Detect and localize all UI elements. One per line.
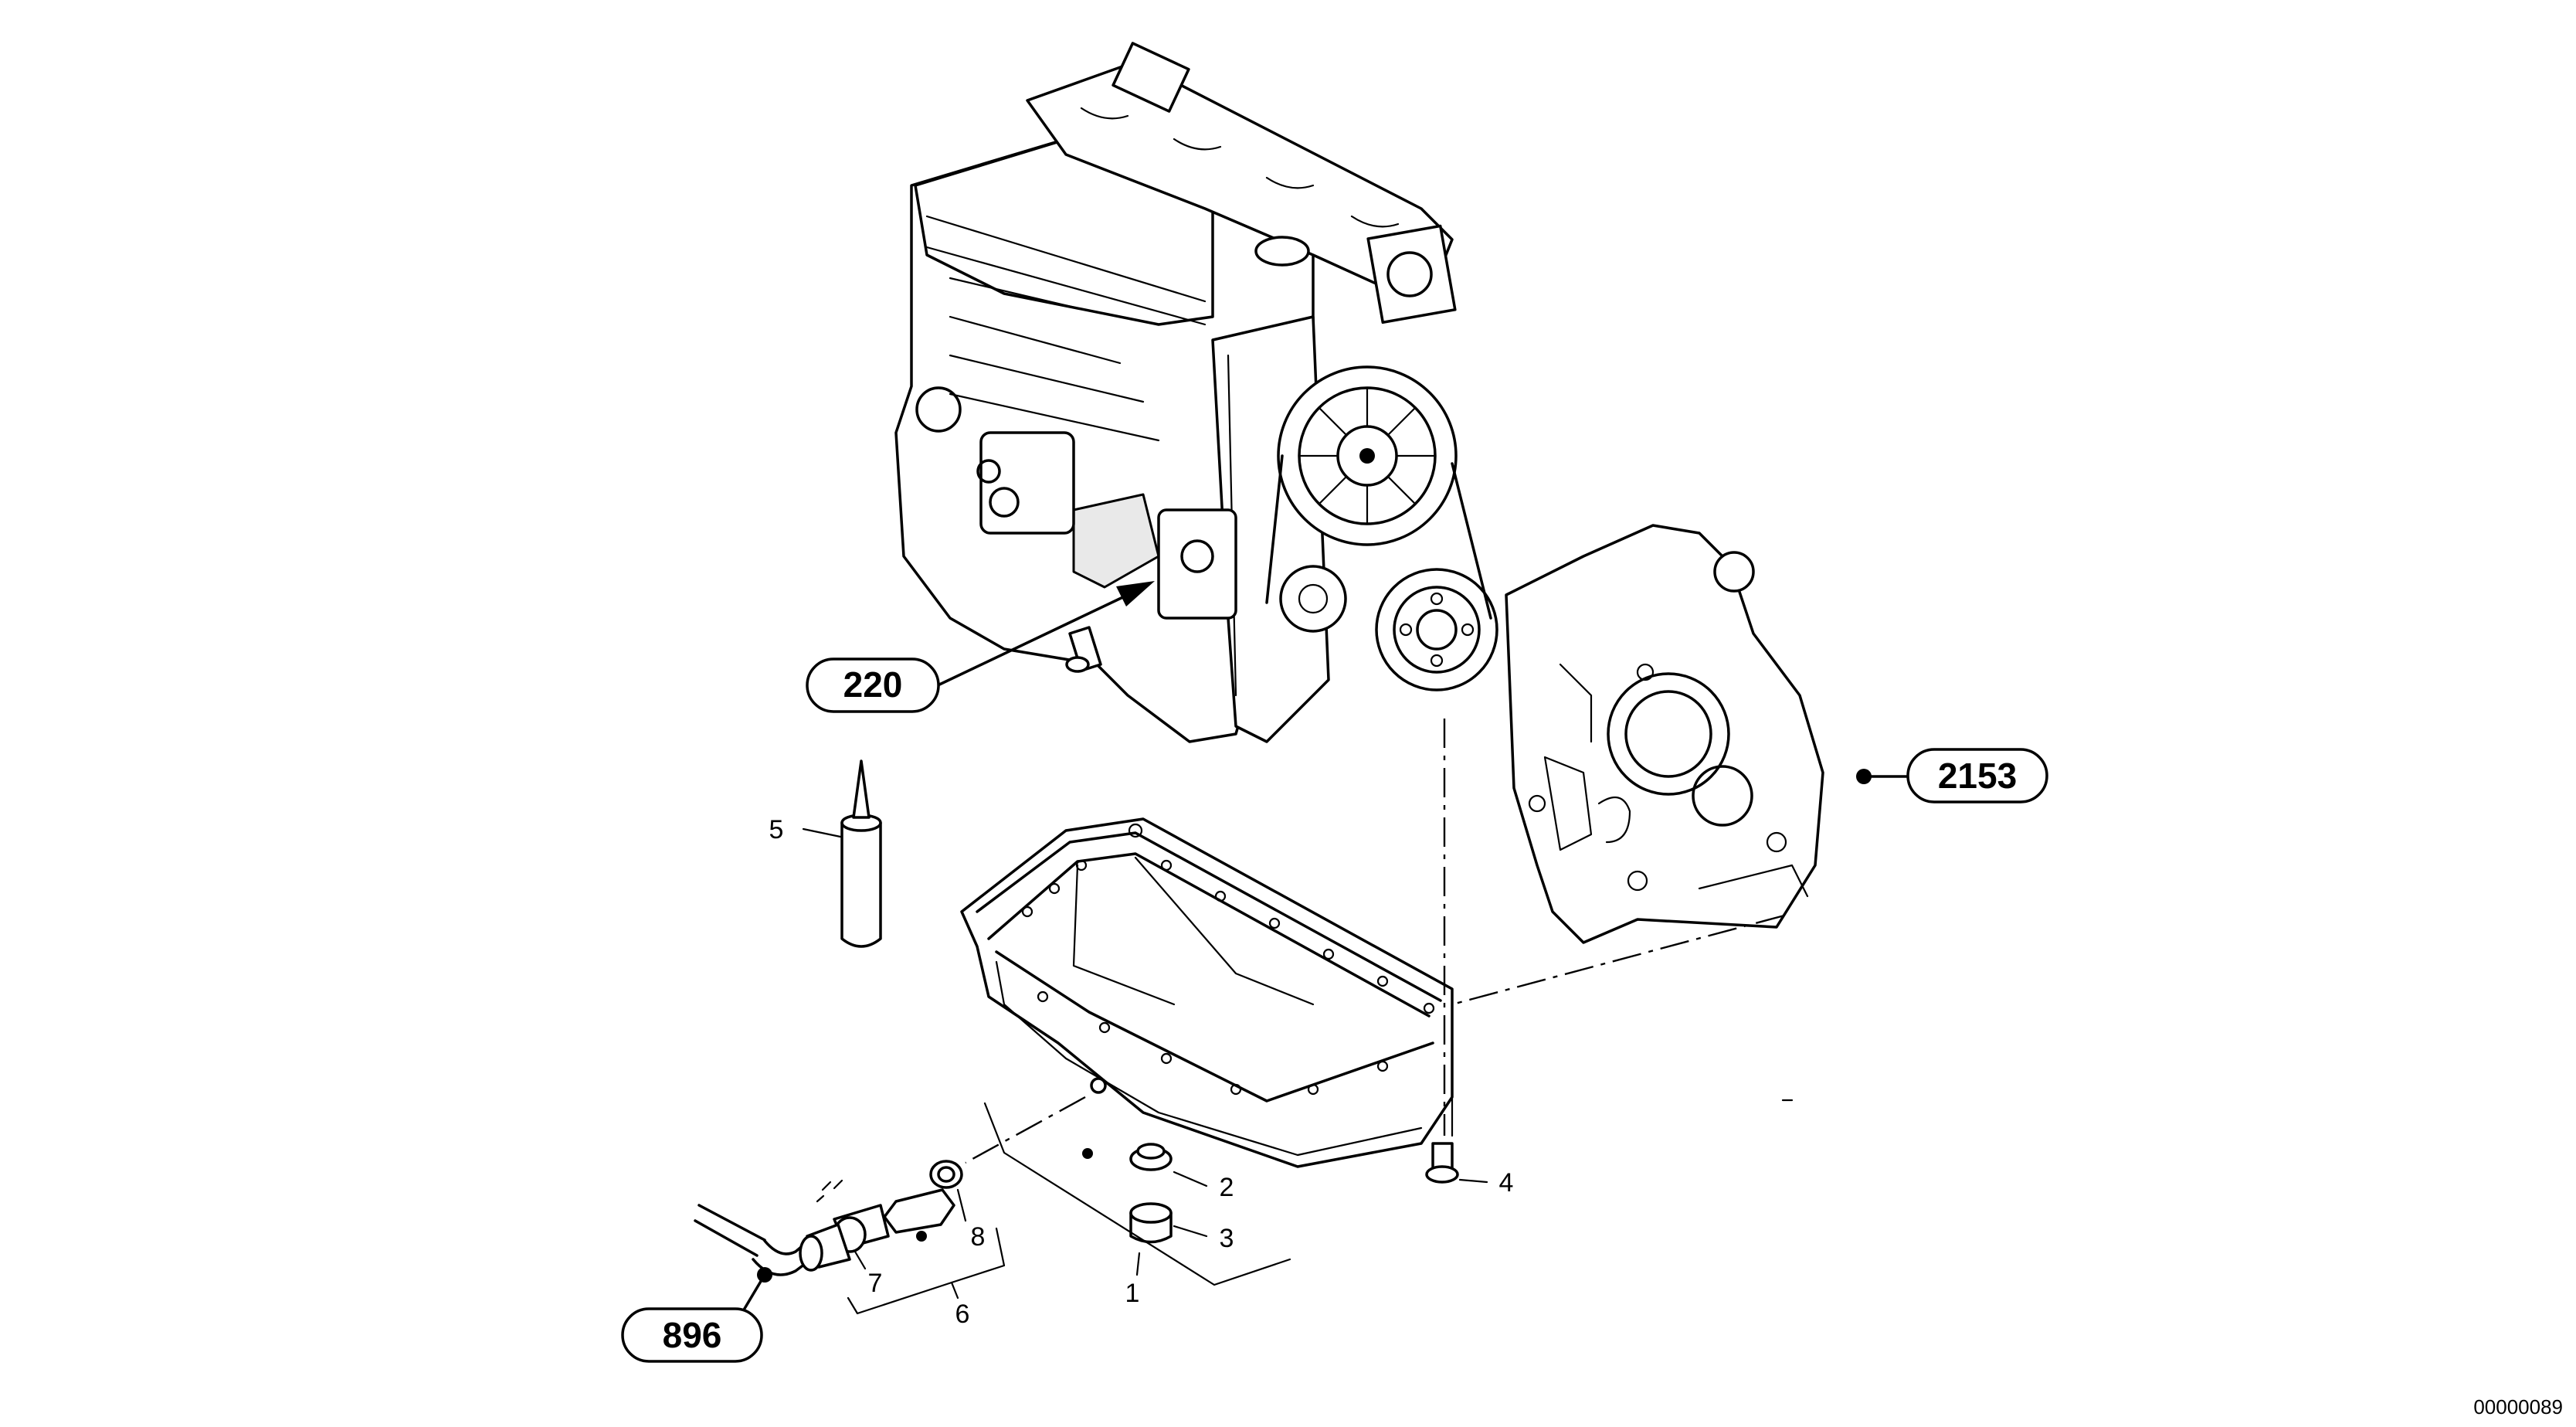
oil-pan-illustration (960, 817, 1454, 1168)
part-numbers: 1 2 3 4 5 6 7 8 (769, 815, 1514, 1329)
oil-line-hose (694, 1204, 823, 1276)
part-number-5: 5 (769, 815, 784, 844)
reference-label-engine: 220 (843, 664, 903, 705)
reference-badge-oil-line[interactable]: 896 (621, 1307, 763, 1363)
bolt-part (1425, 1142, 1459, 1184)
drawing-code: 00000089 (2473, 1395, 2563, 1419)
part-number-1: 1 (1125, 1279, 1140, 1308)
reference-badge-engine[interactable]: 220 (806, 657, 940, 713)
part-number-3: 3 (1220, 1224, 1234, 1253)
engine-illustration (894, 42, 1498, 743)
reference-label-timing-cover: 2153 (1938, 756, 2017, 796)
sealant-tube-part (840, 759, 882, 948)
reference-badge-timing-cover[interactable]: 2153 (1906, 748, 2048, 804)
leader-lines (742, 581, 1909, 1315)
reference-label-oil-line: 896 (663, 1315, 722, 1355)
part-number-2: 2 (1220, 1173, 1234, 1202)
oil-line-fittings (806, 1160, 963, 1269)
timing-cover-illustration (1505, 524, 1824, 944)
part-number-6: 6 (955, 1300, 970, 1329)
part-number-7: 7 (868, 1269, 883, 1298)
part-number-4: 4 (1499, 1168, 1514, 1198)
part-number-8: 8 (971, 1222, 986, 1252)
drain-plug-parts (1129, 1143, 1173, 1244)
